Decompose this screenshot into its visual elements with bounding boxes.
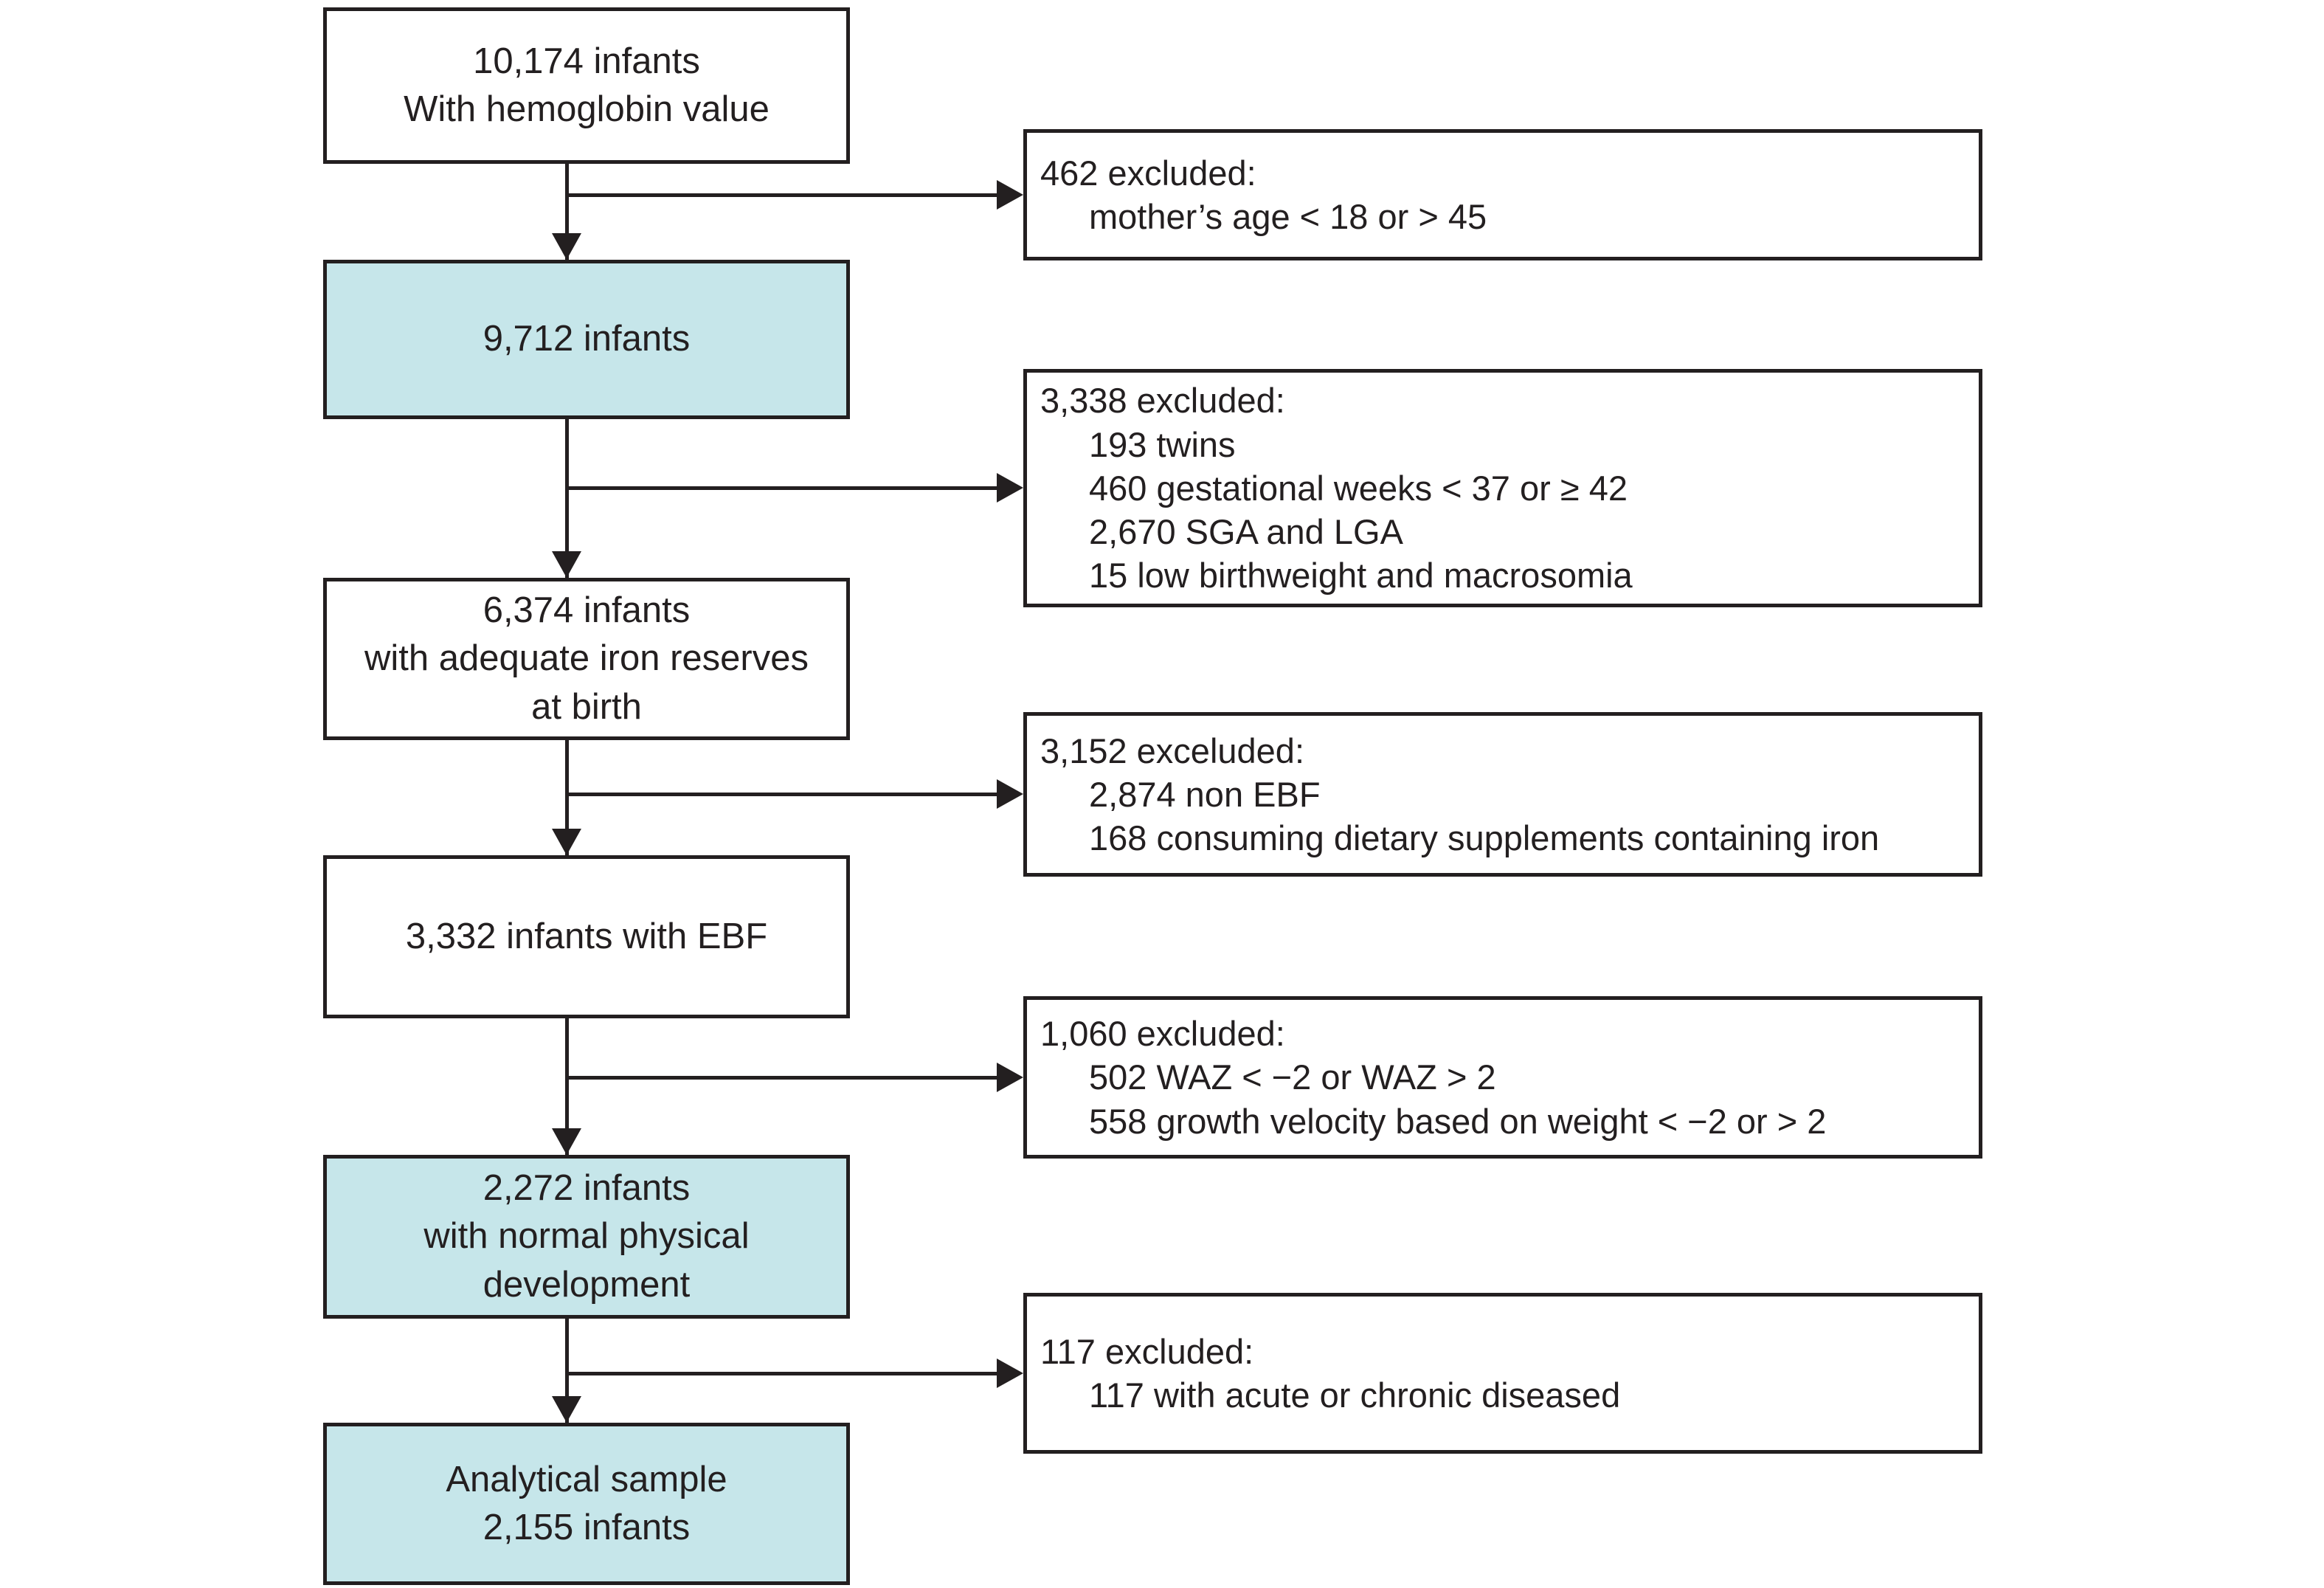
box-text-line: 6,374 infants <box>483 590 691 631</box>
exclusion-header: 117 excluded: <box>1040 1331 1254 1371</box>
exclusion-box-disease: 117 excluded: 117 with acute or chronic … <box>1023 1293 1982 1454</box>
box-adequate-iron-reserves: 6,374 infants with adequate iron reserve… <box>323 578 850 740</box>
arrow-down-icon <box>552 1396 581 1423</box>
arrow-right-icon <box>997 1359 1023 1388</box>
box-normal-physical-development: 2,272 infants with normal physical devel… <box>323 1155 850 1319</box>
box-total-infants: 10,174 infants With hemoglobin value <box>323 7 850 164</box>
exclusion-item: 460 gestational weeks < 37 or ≥ 42 <box>1089 468 1628 508</box>
box-text-line: 3,332 infants with EBF <box>405 916 768 956</box>
box-text-line: 2,272 infants <box>483 1168 691 1209</box>
exclusion-header: 1,060 excluded: <box>1040 1014 1285 1054</box>
box-text-line: Analytical sample <box>446 1459 727 1499</box>
box-analytical-sample: Analytical sample 2,155 infants <box>323 1423 850 1585</box>
box-9712-infants: 9,712 infants <box>323 260 850 419</box>
arrow-down-icon <box>552 233 581 260</box>
box-text-line: with adequate iron reserves <box>364 638 809 679</box>
exclusion-header: 3,152 exceluded: <box>1040 731 1305 770</box>
arrow-right-icon <box>997 473 1023 503</box>
box-text-line: 10,174 infants <box>473 41 700 81</box>
box-text-line: With hemoglobin value <box>404 89 770 129</box>
branch-horizontal-5 <box>565 1372 997 1375</box>
box-text-line: at birth <box>531 686 642 727</box>
box-text-line: development <box>483 1264 691 1305</box>
connector-vertical-3 <box>565 740 569 855</box>
branch-horizontal-1 <box>565 193 997 197</box>
exclusion-header: 3,338 excluded: <box>1040 381 1285 421</box>
box-text-line: with normal physical <box>423 1216 750 1257</box>
exclusion-item: 15 low birthweight and macrosomia <box>1089 556 1633 596</box>
exclusion-box-feeding: 3,152 exceluded: 2,874 non EBF 168 consu… <box>1023 712 1982 877</box>
exclusion-item: 2,874 non EBF <box>1089 774 1321 814</box>
connector-vertical-1 <box>565 164 569 260</box>
arrow-down-icon <box>552 829 581 855</box>
arrow-down-icon <box>552 551 581 578</box>
exclusion-item: mother’s age < 18 or > 45 <box>1089 197 1487 236</box>
exclusion-header: 462 excluded: <box>1040 153 1256 193</box>
exclusion-item: 117 with acute or chronic diseased <box>1089 1375 1621 1415</box>
branch-horizontal-2 <box>565 486 997 490</box>
exclusion-item: 2,670 SGA and LGA <box>1089 512 1403 552</box>
arrow-right-icon <box>997 180 1023 210</box>
branch-horizontal-3 <box>565 793 997 796</box>
box-text-line: 2,155 infants <box>483 1508 691 1547</box>
arrow-right-icon <box>997 779 1023 809</box>
branch-horizontal-4 <box>565 1076 997 1080</box>
box-infants-with-ebf: 3,332 infants with EBF <box>323 855 850 1018</box>
connector-vertical-5 <box>565 1319 569 1423</box>
arrow-down-icon <box>552 1128 581 1155</box>
exclusion-item: 168 consuming dietary supplements contai… <box>1089 818 1880 858</box>
exclusion-box-growth: 1,060 excluded: 502 WAZ < −2 or WAZ > 2 … <box>1023 996 1982 1159</box>
exclusion-item: 558 growth velocity based on weight < −2… <box>1089 1101 1827 1141</box>
connector-vertical-4 <box>565 1018 569 1155</box>
exclusion-box-maternal-age: 462 excluded: mother’s age < 18 or > 45 <box>1023 129 1982 260</box>
arrow-right-icon <box>997 1063 1023 1092</box>
connector-vertical-2 <box>565 419 569 578</box>
exclusion-box-birth-criteria: 3,338 excluded: 193 twins 460 gestationa… <box>1023 369 1982 607</box>
exclusion-item: 193 twins <box>1089 424 1236 464</box>
box-text-line: 9,712 infants <box>483 319 691 359</box>
exclusion-item: 502 WAZ < −2 or WAZ > 2 <box>1089 1057 1496 1097</box>
